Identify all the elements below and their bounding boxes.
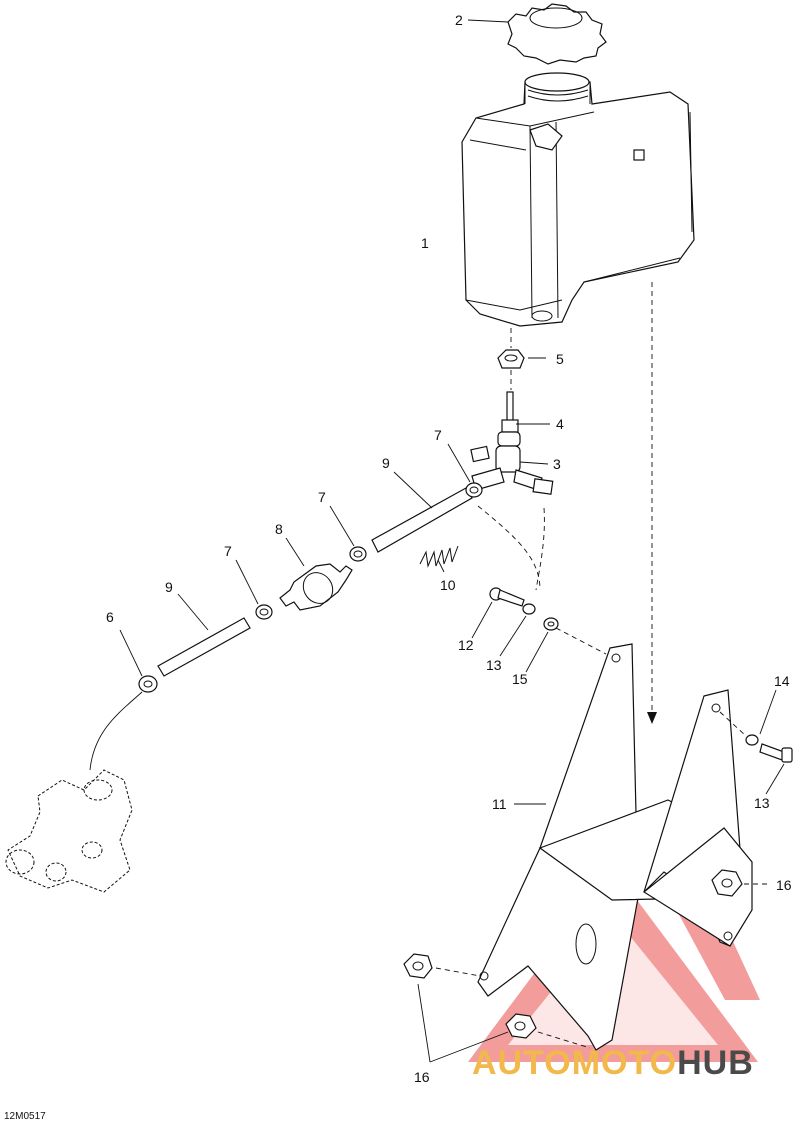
tee-fitting xyxy=(470,445,554,495)
callout-16-right: 16 xyxy=(776,877,792,893)
callout-7-lower: 7 xyxy=(224,543,232,559)
assembly-guide-lines xyxy=(435,282,770,1049)
callout-7-middle: 7 xyxy=(318,489,326,505)
nut-lower-upper xyxy=(403,953,433,979)
hose-clamp-lower xyxy=(255,604,273,620)
inline-filter xyxy=(279,563,353,611)
diagram-reference-code: 12M0517 xyxy=(4,1111,46,1122)
watermark-text: AUTOMOTOHUB xyxy=(472,1044,754,1082)
hose-clamp-end xyxy=(138,675,158,693)
screw-upper xyxy=(489,587,525,607)
callout-4: 4 xyxy=(556,416,564,432)
watermark-text-auto: AUTO xyxy=(472,1044,572,1082)
nut-right xyxy=(711,869,743,897)
hose-clamp-middle xyxy=(349,546,367,562)
callout-9-upper: 9 xyxy=(382,455,390,471)
callout-13-upper: 13 xyxy=(486,657,502,673)
callout-3: 3 xyxy=(553,456,561,472)
callout-labels: 2 1 5 4 3 7 9 7 8 7 9 6 10 12 13 15 11 1… xyxy=(106,12,792,1085)
callout-16-lower: 16 xyxy=(414,1069,430,1085)
nut-lower-bottom xyxy=(505,1013,537,1039)
flat-washer-upper xyxy=(543,617,559,631)
callout-7-upper: 7 xyxy=(434,427,442,443)
watermark-text-moto: MOTO xyxy=(572,1044,677,1082)
hose-clamp-upper xyxy=(465,482,483,498)
callout-14: 14 xyxy=(774,673,790,689)
oil-pump-outline xyxy=(5,691,143,893)
callout-6: 6 xyxy=(106,609,114,625)
screw-right xyxy=(759,743,793,763)
mounting-bracket xyxy=(477,643,753,1051)
callout-1: 1 xyxy=(421,235,429,251)
callout-5: 5 xyxy=(556,351,564,367)
callout-13-right: 13 xyxy=(754,795,770,811)
leader-lines xyxy=(119,19,785,1063)
callout-8: 8 xyxy=(275,521,283,537)
washer-right xyxy=(745,734,759,746)
watermark-text-hub: HUB xyxy=(677,1044,754,1082)
callout-12: 12 xyxy=(458,637,474,653)
tank-cap xyxy=(507,3,607,65)
callout-9-lower: 9 xyxy=(165,579,173,595)
callout-11: 11 xyxy=(492,796,507,812)
callout-10: 10 xyxy=(440,577,456,593)
callout-15: 15 xyxy=(512,671,528,687)
spring xyxy=(419,545,459,568)
hose-upper xyxy=(371,487,473,553)
oil-tank xyxy=(461,72,695,327)
hose-lower xyxy=(157,617,251,677)
callout-2: 2 xyxy=(455,12,463,28)
lock-washer-upper xyxy=(522,603,536,615)
grommet xyxy=(497,349,525,369)
outlet-fitting xyxy=(497,391,521,447)
